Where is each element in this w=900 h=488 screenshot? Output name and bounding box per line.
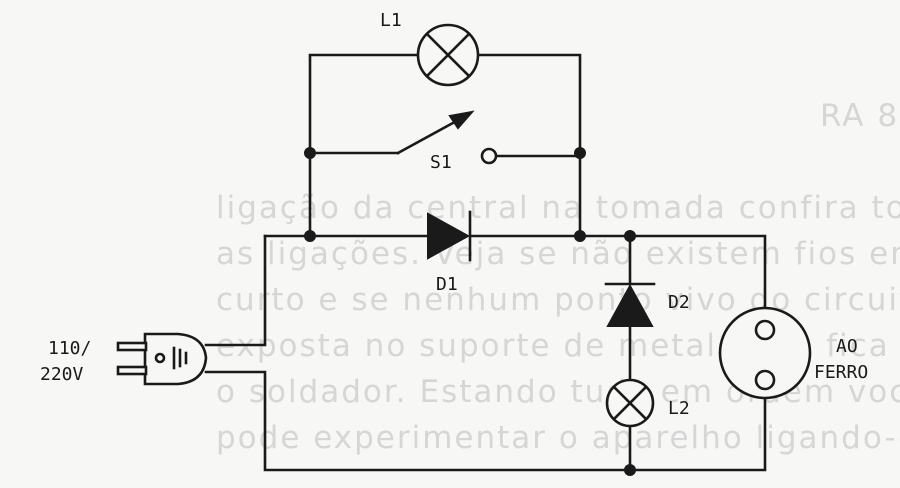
- diode-d2: D2: [604, 282, 690, 327]
- junction-dot: [574, 230, 586, 242]
- label-d2: D2: [668, 292, 690, 313]
- junctions: [304, 147, 636, 476]
- label-outlet-line1: AO: [836, 336, 858, 357]
- label-l1: L1: [380, 10, 402, 31]
- wire-l1-left: [308, 53, 420, 155]
- bleed-line-2: as ligações. Veja se não existem fios em: [216, 236, 900, 272]
- wire-l1-right: [476, 53, 582, 155]
- label-outlet-line2: FERRO: [814, 362, 868, 383]
- wire-d1-right: [470, 234, 767, 318]
- diode-d1: D1: [427, 210, 472, 295]
- junction-dot: [304, 230, 316, 242]
- bleed-line-1: ligação da central na tomada confira tod…: [216, 190, 900, 226]
- lamp-l1: L1: [380, 10, 480, 87]
- junction-dot: [574, 147, 586, 159]
- label-d1: D1: [436, 274, 458, 295]
- plug-icon: 110/ 220V: [40, 332, 208, 386]
- junction-dot: [304, 147, 316, 159]
- junction-dot: [624, 464, 636, 476]
- label-l2: L2: [668, 398, 690, 419]
- label-voltage-line2: 220V: [40, 364, 84, 385]
- switch-s1: S1: [396, 110, 498, 173]
- wire-plug-bottom: [204, 370, 767, 472]
- wires: [204, 53, 767, 472]
- outlet-ao-ferro: AO FERRO: [718, 306, 868, 400]
- label-s1: S1: [430, 152, 452, 173]
- figure-caption: RA 8: [820, 98, 899, 134]
- wire-plug-top: [204, 234, 267, 347]
- bleed-line-6: pode experimentar o aparelho ligando-o à: [216, 420, 900, 456]
- label-voltage-line1: 110/: [48, 338, 91, 359]
- lamp-l2: L2: [605, 378, 690, 428]
- junction-dot: [624, 230, 636, 242]
